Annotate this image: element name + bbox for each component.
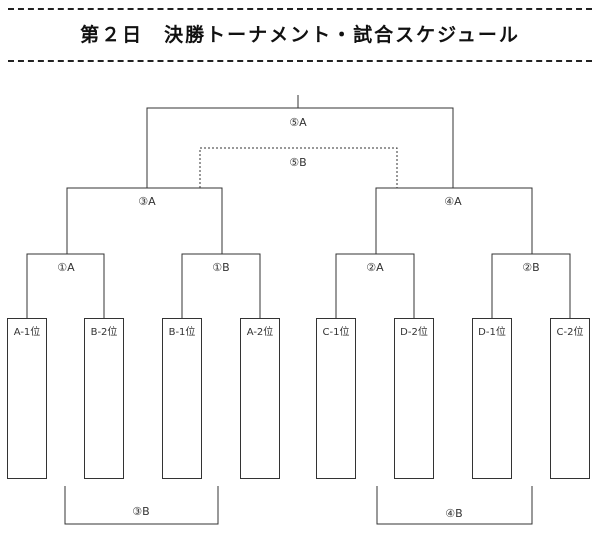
team-box-b2: B-2位	[84, 318, 124, 479]
match-label-3a: ③A	[136, 195, 158, 209]
match-5b-line	[199, 147, 398, 188]
team-label: A-1位	[13, 327, 41, 338]
match-label-5b: ⑤B	[287, 156, 309, 170]
match-4b-line	[376, 486, 533, 525]
match-label-5a: ⑤A	[287, 116, 309, 130]
team-box-a1: A-1位	[7, 318, 47, 479]
match-label-3b: ③B	[130, 505, 152, 519]
match-3b-line	[64, 486, 219, 525]
match-2a-line	[335, 253, 415, 318]
semifinal-4a-line	[375, 187, 533, 254]
team-box-d2: D-2位	[394, 318, 434, 479]
team-box-d1: D-1位	[472, 318, 512, 479]
match-label-4b: ④B	[443, 507, 465, 521]
team-label: C-2位	[556, 327, 584, 338]
team-label: C-1位	[322, 327, 350, 338]
match-label-1b: ①B	[210, 261, 232, 275]
team-label: D-1位	[478, 327, 506, 338]
match-label-4a: ④A	[442, 195, 464, 209]
match-1a-line	[26, 253, 105, 318]
team-label: D-2位	[400, 327, 428, 338]
team-box-c1: C-1位	[316, 318, 356, 479]
page-title: 第２日 決勝トーナメント・試合スケジュール	[80, 24, 520, 46]
match-label-2b: ②B	[520, 261, 542, 275]
team-box-b1: B-1位	[162, 318, 202, 479]
match-1b-line	[181, 253, 261, 318]
semifinal-3a-line	[66, 187, 223, 254]
match-2b-line	[491, 253, 571, 318]
top-dashed-rule	[8, 8, 592, 10]
team-box-a2: A-2位	[240, 318, 280, 479]
team-label: B-1位	[168, 327, 196, 338]
team-box-c2: C-2位	[550, 318, 590, 479]
bottom-dashed-rule	[8, 60, 592, 62]
team-label: B-2位	[90, 327, 118, 338]
match-label-1a: ①A	[55, 261, 77, 275]
match-label-2a: ②A	[364, 261, 386, 275]
final-5a-line	[146, 107, 454, 188]
team-label: A-2位	[246, 327, 274, 338]
